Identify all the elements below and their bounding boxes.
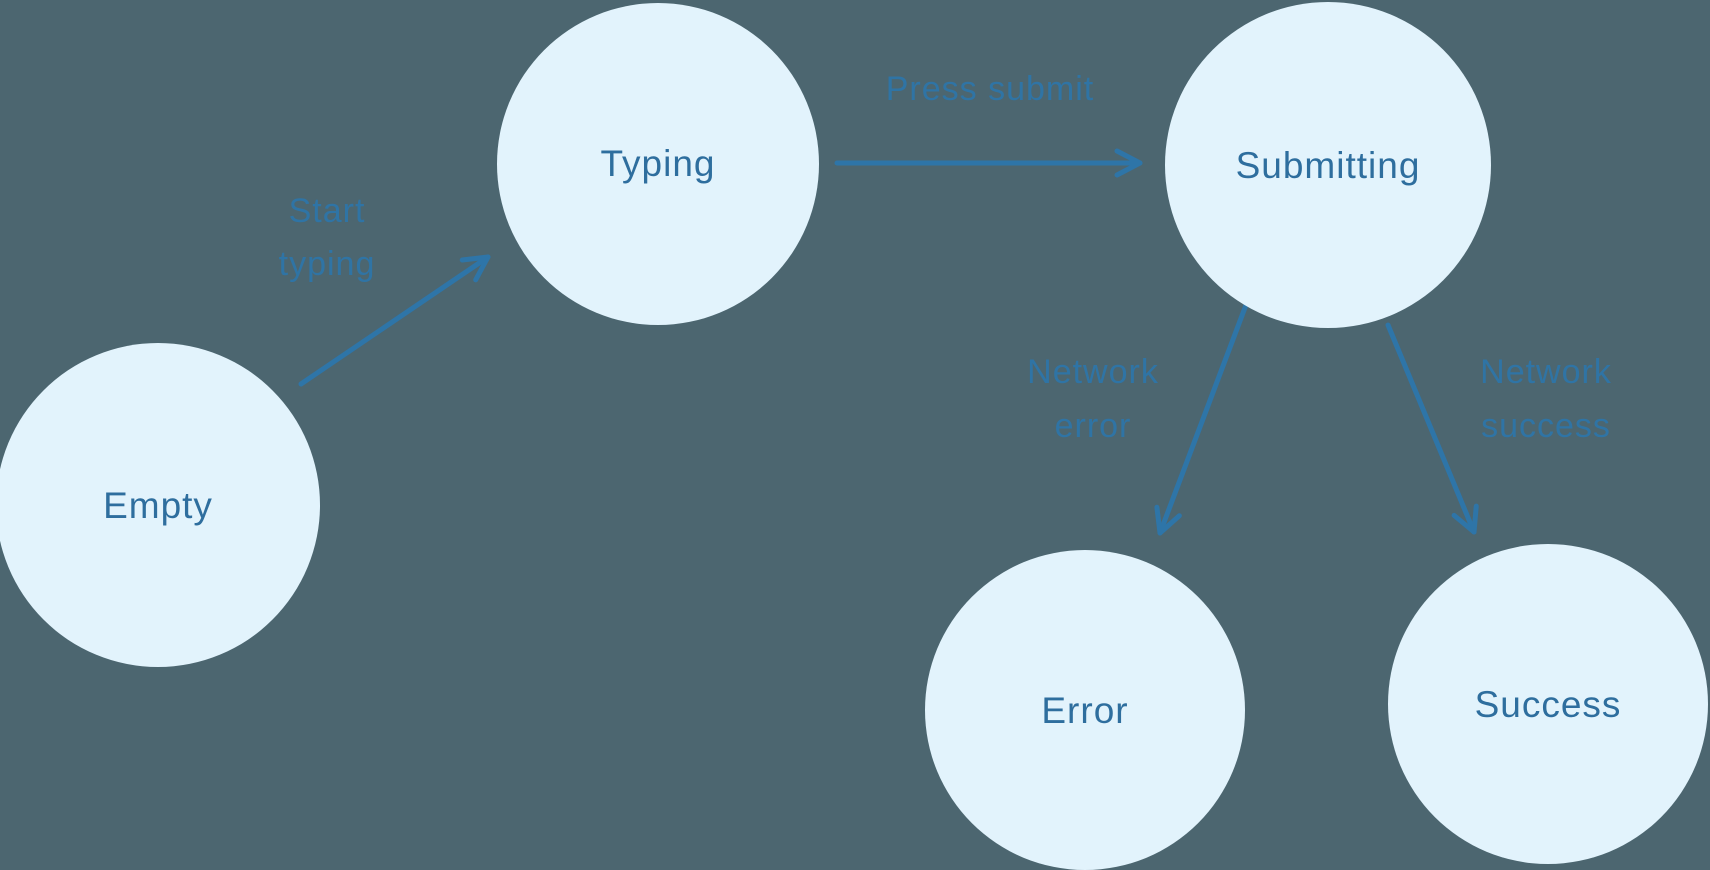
edge-label-start-typing-line1: Start [289, 192, 366, 230]
node-success-circle [1388, 544, 1708, 864]
node-empty-label: Empty [103, 485, 213, 526]
node-empty-circle [0, 343, 320, 667]
edge-empty-typing: Start typing [279, 192, 491, 387]
node-success: Success [1388, 544, 1708, 864]
edge-submitting-success: Network success [1385, 322, 1612, 535]
edge-typing-submitting: Press submit [834, 70, 1143, 178]
node-typing-label: Typing [600, 143, 715, 184]
node-error-circle [925, 550, 1245, 870]
edge-label-start-typing-line2: typing [279, 245, 376, 283]
edge-empty-typing-arrow [298, 254, 491, 387]
edge-label-network-success-line2: success [1481, 407, 1611, 445]
edge-submitting-error: Network error [1027, 302, 1249, 536]
node-error: Error [925, 550, 1245, 870]
node-submitting-label: Submitting [1236, 145, 1421, 186]
edge-label-network-error-line2: error [1055, 407, 1132, 445]
node-submitting: Submitting [1165, 2, 1491, 328]
node-success-label: Success [1475, 684, 1622, 725]
edge-label-network-success-line1: Network [1480, 353, 1612, 391]
node-typing: Typing [497, 3, 819, 325]
node-submitting-circle [1165, 2, 1491, 328]
edge-label-press-submit: Press submit [886, 70, 1095, 108]
node-error-label: Error [1041, 690, 1128, 731]
edge-submitting-success-arrow [1385, 322, 1479, 535]
edge-label-network-error-line1: Network [1027, 353, 1159, 391]
node-typing-circle [497, 3, 819, 325]
node-empty: Empty [0, 343, 320, 667]
edge-submitting-error-arrow [1154, 302, 1249, 536]
